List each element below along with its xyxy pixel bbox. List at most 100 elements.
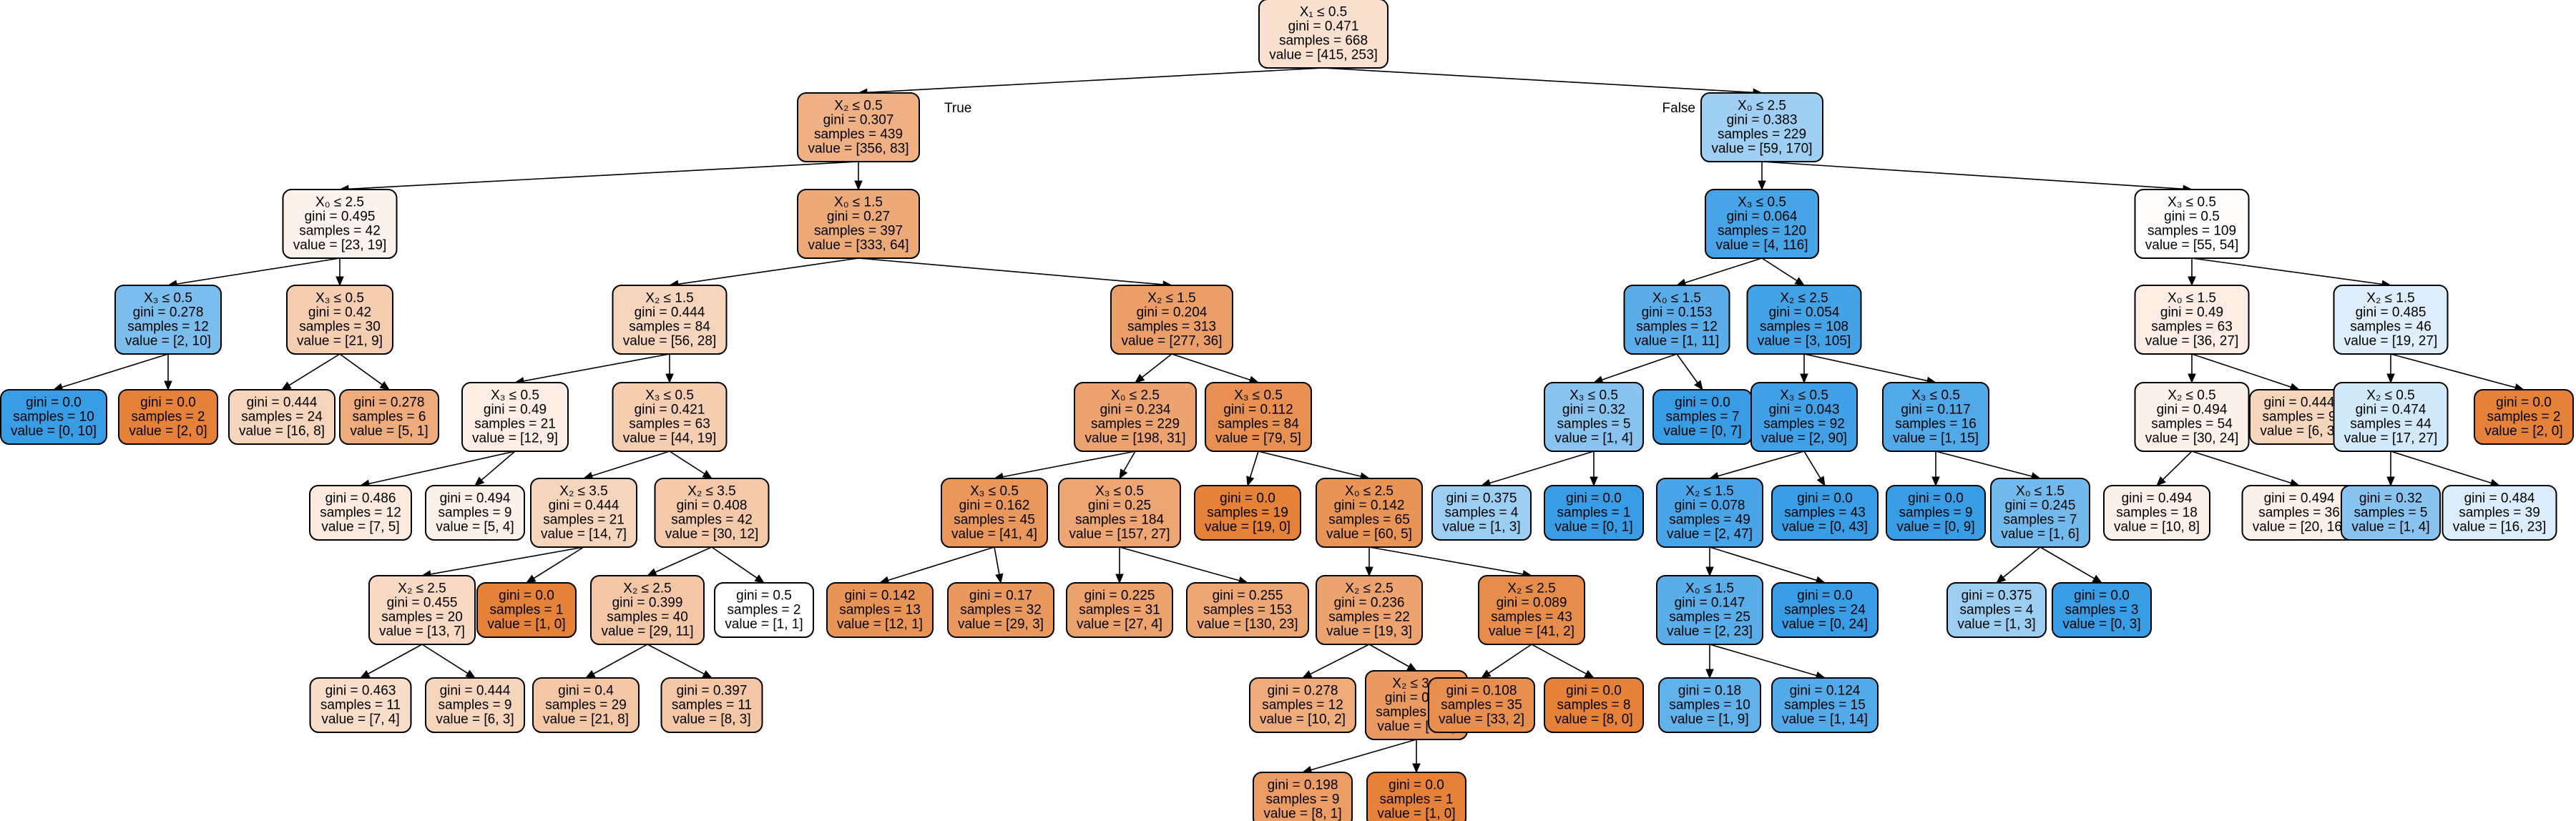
node-text-line: value = [20, 16] bbox=[2253, 520, 2346, 535]
node-text-line: gini = 0.494 bbox=[440, 491, 511, 506]
node-box bbox=[1750, 382, 1858, 452]
node-box bbox=[2333, 382, 2449, 452]
tree-edge bbox=[481, 451, 516, 481]
node-text-line: samples = 7 bbox=[1666, 410, 1740, 425]
node-text-line: value = [10, 8] bbox=[2114, 520, 2200, 535]
edge-arrowhead bbox=[646, 568, 657, 576]
tree-edge bbox=[348, 161, 859, 190]
node-box bbox=[1110, 285, 1233, 355]
node-text-line: gini = 0.5 bbox=[2164, 210, 2220, 225]
node-text-line: samples = 44 bbox=[2350, 417, 2431, 432]
node-text-line: value = [44, 19] bbox=[623, 431, 716, 446]
node-box bbox=[2134, 382, 2250, 452]
edge-label-true: True bbox=[944, 101, 971, 116]
tree-edge bbox=[1718, 451, 1805, 477]
node-text-line: value = [56, 28] bbox=[623, 334, 716, 349]
node-text-line: gini = 0.0 bbox=[1675, 395, 1730, 410]
edge-arrowhead bbox=[1590, 476, 1598, 487]
node-text-line: samples = 30 bbox=[299, 320, 381, 335]
node-box bbox=[1746, 285, 1862, 355]
edge-arrowhead bbox=[1800, 373, 1808, 384]
node-text-line: gini = 0.162 bbox=[959, 498, 1030, 513]
node-text-line: value = [2, 23] bbox=[1667, 624, 1753, 639]
node-text-line: gini = 0.486 bbox=[325, 491, 396, 506]
edge-arrowhead bbox=[995, 573, 1004, 584]
tree-edge bbox=[593, 644, 648, 674]
node-box bbox=[476, 582, 577, 638]
node-text-line: samples = 36 bbox=[2258, 506, 2340, 521]
node-text-line: value = [33, 2] bbox=[1439, 712, 1524, 727]
node-text-line: gini = 0.142 bbox=[845, 589, 916, 604]
node-text-line: samples = 5 bbox=[1557, 417, 1631, 432]
node-text-line: value = [17, 27] bbox=[2344, 431, 2437, 446]
node-text-line: samples = 92 bbox=[1763, 417, 1845, 432]
node-text-line: samples = 21 bbox=[474, 417, 556, 432]
node-box bbox=[530, 478, 637, 548]
node-box bbox=[1428, 677, 1535, 733]
node-text-line: value = [1, 4] bbox=[2351, 520, 2429, 535]
node-box bbox=[1544, 382, 1644, 452]
node-box bbox=[425, 677, 525, 733]
node-text-line: X₀ ≤ 2.5 bbox=[1111, 388, 1160, 403]
node-text-line: samples = 20 bbox=[381, 610, 463, 625]
node-text-line: gini = 0.494 bbox=[2264, 491, 2335, 506]
node-text-line: value = [2, 0] bbox=[129, 424, 207, 439]
node-text-line: samples = 65 bbox=[1328, 513, 1410, 528]
tree-edge bbox=[1803, 353, 1928, 382]
node-text-line: value = [356, 83] bbox=[808, 142, 909, 157]
tree-edge bbox=[1310, 644, 1370, 675]
node-text-line: value = [0, 7] bbox=[1663, 424, 1741, 439]
node-text-line: X₀ ≤ 1.5 bbox=[1652, 291, 1701, 306]
edge-arrowhead bbox=[754, 574, 765, 584]
node-text-line: X₃ ≤ 0.5 bbox=[1911, 388, 1960, 403]
node-text-line: gini = 0.117 bbox=[1901, 403, 1970, 418]
edge-arrowhead bbox=[2092, 574, 2103, 584]
node-text-line: gini = 0.236 bbox=[1334, 596, 1405, 611]
tree-edge bbox=[1531, 644, 1587, 675]
node-text-line: value = [157, 27] bbox=[1069, 527, 1170, 542]
node-text-line: X₃ ≤ 0.5 bbox=[1234, 388, 1283, 403]
tree-edge bbox=[888, 546, 995, 581]
node-text-line: gini = 0.043 bbox=[1769, 403, 1840, 418]
edge-arrowhead bbox=[1995, 574, 2007, 584]
tree-edge bbox=[1709, 644, 1817, 677]
node-text-line: gini = 0.485 bbox=[2356, 305, 2426, 320]
node-text-line: X₃ ≤ 0.5 bbox=[144, 291, 192, 306]
node-text-line: value = [29, 3] bbox=[958, 617, 1044, 632]
node-text-line: value = [1, 3] bbox=[1957, 617, 2035, 632]
node-text-line: value = [2, 0] bbox=[2484, 424, 2562, 439]
node-text-line: gini = 0.124 bbox=[1790, 684, 1861, 699]
node-text-line: gini = 0.27 bbox=[827, 210, 890, 225]
edge-arrowhead bbox=[2156, 476, 2166, 486]
node-text-line: value = [1, 6] bbox=[2001, 527, 2079, 542]
node-box bbox=[654, 478, 770, 548]
node-text-line: gini = 0.064 bbox=[1727, 210, 1798, 225]
node-text-line: samples = 9 bbox=[439, 698, 512, 713]
node-box bbox=[2474, 389, 2574, 445]
tree-edge bbox=[1249, 451, 1259, 478]
node-text-line: X₂ ≤ 2.5 bbox=[398, 581, 446, 596]
node-box bbox=[1058, 478, 1181, 548]
node-text-line: value = [1, 1] bbox=[725, 617, 803, 632]
node-text-line: value = [2, 47] bbox=[1667, 527, 1753, 542]
node-box bbox=[941, 478, 1048, 548]
node-text-line: gini = 0.494 bbox=[2122, 491, 2193, 506]
node-text-line: gini = 0.495 bbox=[305, 210, 376, 225]
node-text-line: gini = 0.0 bbox=[1797, 491, 1853, 506]
node-box bbox=[1066, 582, 1173, 638]
edge-arrowhead bbox=[2188, 276, 2196, 287]
tree-edge bbox=[1002, 451, 1136, 478]
node-box bbox=[2134, 189, 2250, 259]
node-box bbox=[461, 382, 569, 452]
